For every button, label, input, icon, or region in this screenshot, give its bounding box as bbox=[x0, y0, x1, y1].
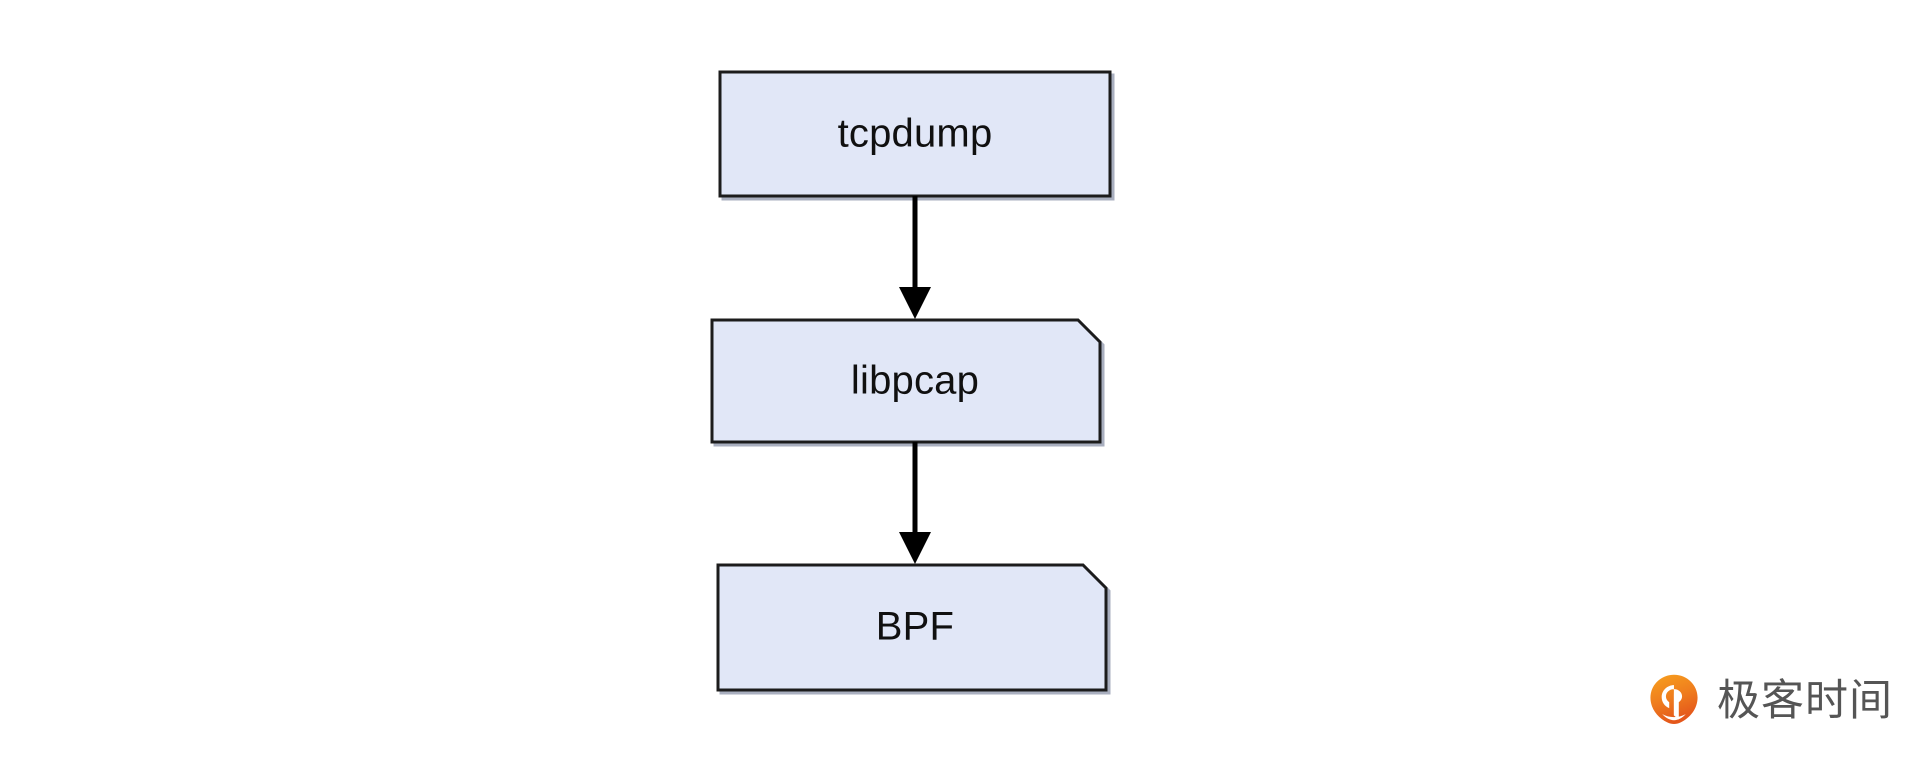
node-bpf-shape bbox=[716, 563, 1108, 692]
node-libpcap-label: libpcap bbox=[851, 359, 979, 403]
edge-libpcap-to-bpf bbox=[899, 442, 931, 564]
node-bpf-label: BPF bbox=[876, 605, 954, 649]
node-tcpdump-label: tcpdump bbox=[838, 112, 993, 156]
node-tcpdump-shape bbox=[718, 70, 1112, 198]
node-libpcap-shape bbox=[710, 318, 1102, 444]
edge-tcpdump-to-libpcap bbox=[899, 196, 931, 319]
brand-watermark: 极客时间 bbox=[1645, 670, 1893, 732]
edge-tcpdump-to-libpcap-arrowhead bbox=[899, 287, 931, 319]
node-bpf[interactable]: BPF bbox=[716, 563, 1108, 692]
geektime-pin-icon bbox=[1650, 674, 1698, 725]
node-libpcap[interactable]: libpcap bbox=[710, 318, 1102, 444]
brand-wordmark: 极客时间 bbox=[1717, 675, 1893, 726]
edge-libpcap-to-bpf-arrowhead bbox=[899, 532, 931, 564]
node-tcpdump[interactable]: tcpdump bbox=[718, 70, 1112, 198]
